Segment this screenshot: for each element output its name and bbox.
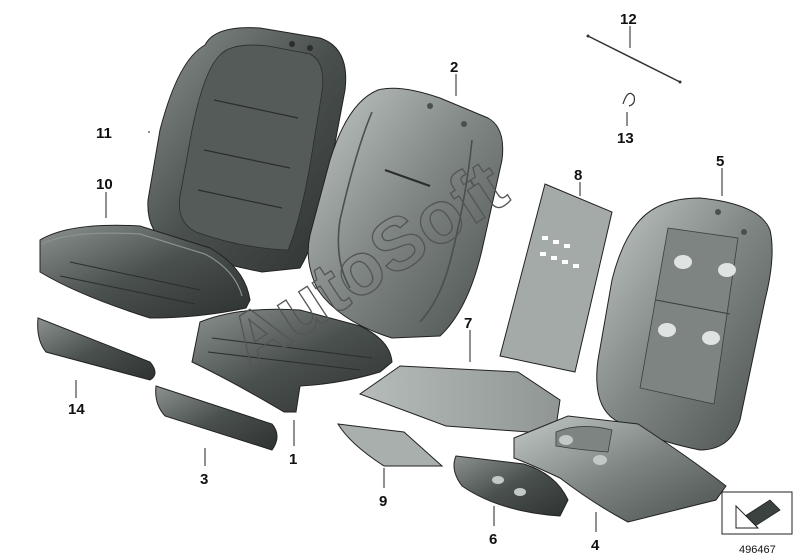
callout-14: 14 bbox=[68, 401, 85, 418]
part-12-wire bbox=[586, 34, 682, 84]
part-1-seat-foam bbox=[191, 308, 393, 413]
part-2-backrest-foam bbox=[307, 87, 504, 339]
callout-2: 2 bbox=[450, 59, 458, 76]
callout-7: 7 bbox=[464, 315, 472, 332]
corner-symbol bbox=[721, 491, 793, 535]
callout-9: 9 bbox=[379, 493, 387, 510]
callout-6: 6 bbox=[489, 531, 497, 548]
callout-11: 11 bbox=[96, 125, 112, 142]
callout-8: 8 bbox=[574, 167, 582, 184]
part-6-lower-pad bbox=[453, 455, 569, 517]
callout-13: 13 bbox=[617, 130, 634, 147]
leader-lines bbox=[75, 26, 723, 532]
part-11-backrest-cover bbox=[147, 27, 347, 273]
part-13-clip bbox=[622, 92, 636, 107]
part-10-seat-cover bbox=[39, 224, 251, 319]
part-3-side-pad bbox=[155, 385, 278, 451]
arrow-down-left-icon bbox=[735, 499, 781, 529]
part-4-seat-base bbox=[513, 415, 727, 523]
part-9-pad bbox=[337, 423, 444, 467]
callouts: 11 10 2 12 13 8 5 7 14 3 1 9 6 4 bbox=[68, 11, 724, 554]
part-8-panel bbox=[499, 183, 613, 373]
part-5-backrest-padding bbox=[596, 197, 773, 451]
callout-4: 4 bbox=[591, 537, 600, 554]
callout-5: 5 bbox=[716, 153, 724, 170]
callout-12: 12 bbox=[620, 11, 637, 28]
callout-10: 10 bbox=[96, 176, 113, 193]
part-number: 496467 bbox=[739, 544, 776, 556]
part-7-heating-mat bbox=[358, 365, 561, 435]
callout-1: 1 bbox=[289, 451, 297, 468]
callout-3: 3 bbox=[200, 471, 208, 488]
part-14-side-pad bbox=[37, 317, 156, 381]
